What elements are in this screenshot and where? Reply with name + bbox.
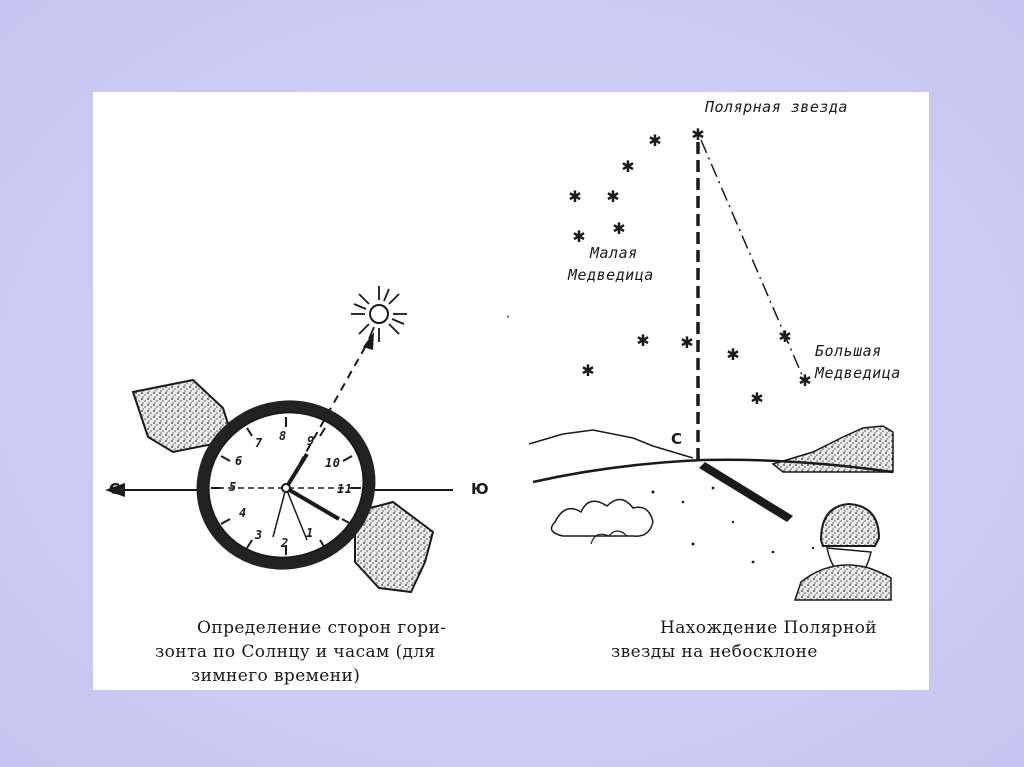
- illustration-panel: ✱ ✱ ✱ ✱ ✱ ✱ ✱ ✱ ✱ ✱ ✱ ✱ ✱ ✱ ·: [93, 92, 929, 690]
- right-caption-line2: звезды на небосклоне: [611, 642, 818, 662]
- label-ursa-minor-line1: Малая: [590, 244, 638, 262]
- left-caption-line1: Определение сторон гори-: [197, 618, 447, 638]
- dial-number: 5: [229, 480, 237, 494]
- label-polaris: Полярная звезда: [705, 98, 848, 116]
- label-north-right: С: [671, 430, 683, 448]
- label-ursa-minor-line2: Медведица: [568, 266, 654, 284]
- svg-text:✱: ✱: [568, 187, 581, 206]
- svg-text:✱: ✱: [648, 131, 661, 150]
- watch-figure: [105, 286, 465, 594]
- dial-number: 9: [307, 434, 315, 448]
- svg-text:✱: ✱: [680, 333, 693, 352]
- soldier-figure: [793, 502, 892, 601]
- sun-arrow-icon: [363, 332, 374, 350]
- right-caption-line1: Нахождение Полярной: [660, 618, 878, 638]
- minute-hand: [284, 486, 341, 521]
- north-arrow-icon: [105, 483, 125, 497]
- dial-number: 7: [255, 436, 263, 450]
- dial-number: 10: [325, 456, 341, 470]
- dial-number: 6: [235, 454, 243, 468]
- dial-number: 3: [255, 528, 263, 542]
- strap-bottom: [354, 500, 435, 594]
- dial-number: 2: [281, 536, 289, 550]
- mountains-right: [771, 425, 894, 473]
- label-south: Ю: [471, 480, 489, 498]
- svg-text:✱: ✱: [798, 371, 811, 390]
- hour-hand: [284, 452, 309, 490]
- svg-text:✱: ✱: [612, 219, 625, 238]
- svg-text:✱: ✱: [636, 331, 649, 350]
- dial-number: 8: [279, 429, 287, 443]
- mountains-left: [528, 429, 694, 459]
- svg-text:✱: ✱: [621, 157, 634, 176]
- south-crescent-icon: [455, 480, 465, 500]
- ground-line: [532, 458, 894, 484]
- dial-number: 1: [306, 526, 314, 540]
- svg-text:✱: ✱: [581, 361, 594, 380]
- svg-text:·: ·: [506, 313, 509, 323]
- dial-number: 4: [239, 506, 247, 520]
- illustration-drawing: ✱ ✱ ✱ ✱ ✱ ✱ ✱ ✱ ✱ ✱ ✱ ✱ ✱ ✱ ·: [105, 125, 894, 601]
- label-north-left: С: [109, 480, 121, 498]
- label-ursa-major-line1: Большая: [815, 342, 882, 360]
- svg-text:✱: ✱: [606, 187, 619, 206]
- polaris-figure: ✱ ✱ ✱ ✱ ✱ ✱ ✱ ✱ ✱ ✱ ✱ ✱ ✱ ✱ ·: [506, 125, 894, 601]
- left-caption-line2: зонта по Солнцу и часам (для: [155, 642, 436, 662]
- sun-icon: [351, 286, 407, 342]
- svg-text:✱: ✱: [778, 327, 791, 346]
- svg-text:✱: ✱: [726, 345, 739, 364]
- dial-number: 11: [337, 482, 353, 496]
- svg-text:✱: ✱: [750, 389, 763, 408]
- svg-text:✱: ✱: [572, 227, 585, 246]
- polaris-star-icon: ✱: [691, 125, 704, 144]
- bushes: [550, 498, 654, 537]
- direction-pointer: [699, 462, 793, 522]
- pointer-line: [700, 139, 806, 383]
- label-ursa-major-line2: Медведица: [815, 364, 901, 382]
- left-caption-line3: зимнего времени): [191, 666, 361, 686]
